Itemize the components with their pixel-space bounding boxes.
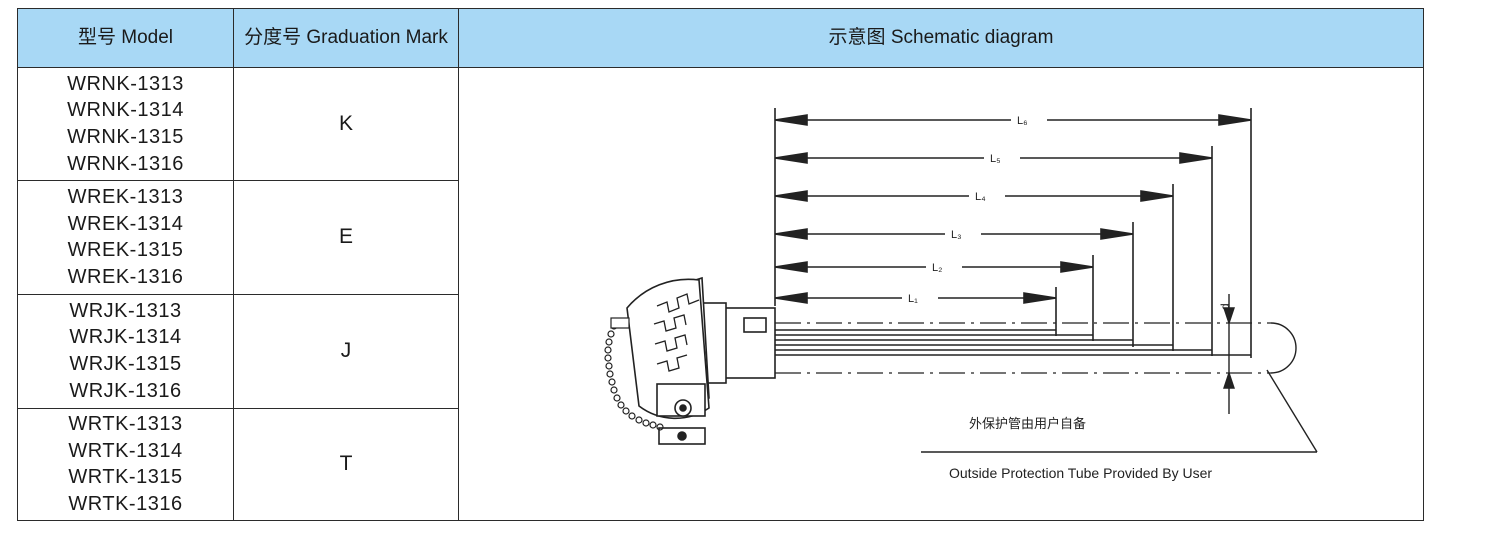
graduation-mark: T bbox=[233, 407, 459, 522]
header-schematic-diagram: 示意图 Schematic diagram bbox=[458, 8, 1424, 68]
header-model: 型号 Model bbox=[17, 8, 234, 68]
model-number: WRJK-1314 bbox=[69, 326, 182, 349]
table-row: WRTK-1313 WRTK-1314 WRTK-1315 WRTK-1316 … bbox=[17, 407, 1424, 522]
model-number: WRJK-1315 bbox=[69, 353, 182, 376]
schematic-diagram-cell: L₆ L₅ L₄ L₃ L₂ L₁ bbox=[458, 67, 1424, 521]
model-list: WRTK-1313 WRTK-1314 WRTK-1315 WRTK-1316 bbox=[17, 407, 234, 522]
model-list: WRNK-1313 WRNK-1314 WRNK-1315 WRNK-1316 bbox=[17, 66, 234, 182]
graduation-mark: J bbox=[233, 293, 459, 409]
model-number: WRTK-1315 bbox=[68, 466, 183, 489]
graduation-mark: K bbox=[233, 66, 459, 182]
dimension-label-l3: L₃ bbox=[951, 229, 962, 241]
model-number: WREK-1315 bbox=[67, 239, 184, 262]
thermocouple-spec-table: 型号 Model 分度号 Graduation Mark 示意图 Schemat… bbox=[17, 8, 1424, 522]
dimension-label-l4: L₄ bbox=[975, 191, 986, 203]
model-number: WRJK-1316 bbox=[69, 379, 182, 402]
model-number: WRNK-1313 bbox=[67, 72, 184, 95]
model-number: WRTK-1314 bbox=[68, 439, 183, 462]
model-number: WRNK-1315 bbox=[67, 126, 184, 149]
header-row: 型号 Model 分度号 Graduation Mark 示意图 Schemat… bbox=[17, 8, 1424, 68]
note-leader bbox=[921, 369, 1318, 453]
bead-chain bbox=[604, 317, 664, 431]
model-number: WRTK-1313 bbox=[68, 412, 183, 435]
model-number: WRJK-1313 bbox=[69, 299, 182, 322]
schematic-diagram: L₆ L₅ L₄ L₃ L₂ L₁ bbox=[604, 108, 1318, 481]
dimension-label-l5: L₅ bbox=[990, 153, 1001, 165]
graduation-mark: E bbox=[233, 180, 459, 295]
dimension-label-l6: L₆ bbox=[1017, 115, 1028, 127]
model-number: WREK-1316 bbox=[67, 266, 184, 289]
table-row: WRNK-1313 WRNK-1314 WRNK-1315 WRNK-1316 … bbox=[17, 66, 1424, 521]
thermocouple-tubes bbox=[775, 329, 1251, 356]
dimension-label-l1: L₁ bbox=[908, 293, 918, 305]
dimension-label-l2: L₂ bbox=[932, 262, 942, 274]
table-row: WRJK-1313 WRJK-1314 WRJK-1315 WRJK-1316 … bbox=[17, 293, 1424, 409]
model-number: WREK-1314 bbox=[67, 212, 184, 235]
model-number: WRNK-1316 bbox=[67, 152, 184, 175]
note-cn: 外保护管由用户自备 bbox=[969, 416, 1086, 431]
diameter-label: d bbox=[1218, 303, 1232, 310]
model-number: WRTK-1316 bbox=[68, 493, 183, 516]
model-number: WRNK-1314 bbox=[67, 99, 184, 122]
diameter-indicator bbox=[1223, 294, 1235, 414]
model-list: WRJK-1313 WRJK-1314 WRJK-1315 WRJK-1316 bbox=[17, 293, 234, 409]
note-en: Outside Protection Tube Provided By User bbox=[949, 465, 1212, 481]
outer-protection-tube bbox=[775, 322, 1271, 374]
header-graduation-mark: 分度号 Graduation Mark bbox=[233, 8, 459, 68]
model-list: WREK-1313 WREK-1314 WREK-1315 WREK-1316 bbox=[17, 180, 234, 295]
table-row: WREK-1313 WREK-1314 WREK-1315 WREK-1316 … bbox=[17, 180, 1424, 295]
model-number: WREK-1313 bbox=[67, 185, 184, 208]
terminal-head bbox=[626, 276, 776, 445]
